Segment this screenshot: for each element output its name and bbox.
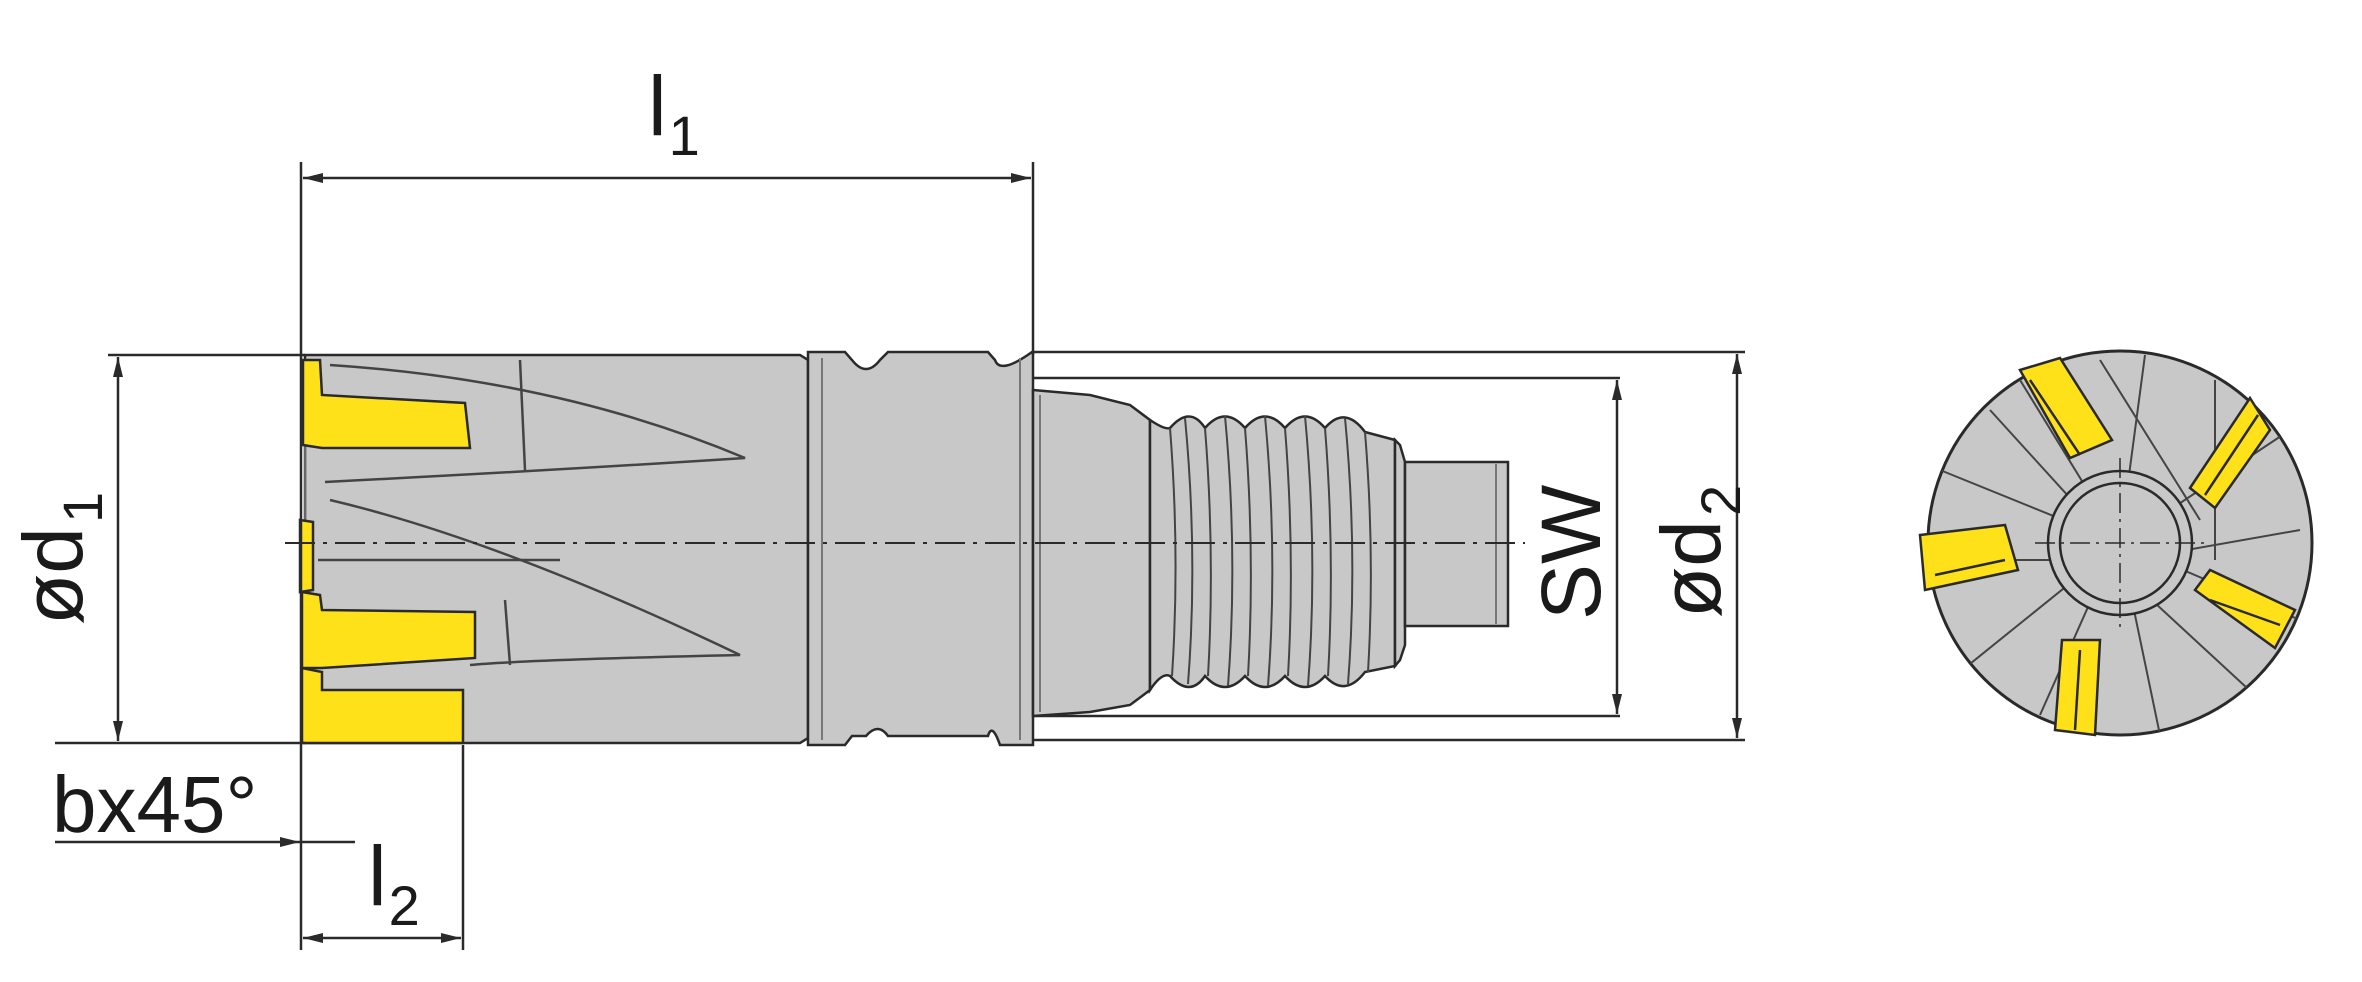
d2-label: ød2 xyxy=(1644,485,1752,618)
neck-section xyxy=(806,350,1035,747)
l2-label: l2 xyxy=(368,829,420,937)
side-view xyxy=(285,350,1525,747)
end-view xyxy=(1918,349,2314,737)
pilot-shoulder xyxy=(1393,436,1407,670)
flute-lines xyxy=(318,359,746,667)
d1-label: ød1 xyxy=(6,492,114,625)
l1-label: l1 xyxy=(648,59,700,167)
end-view-inserts xyxy=(1918,356,2297,737)
insert-top xyxy=(301,358,472,450)
dimension-labels: l1 ød1 SW ød2 bx45° l2 xyxy=(6,59,1752,937)
dimensions xyxy=(55,162,1745,950)
sw-label: SW xyxy=(1524,485,1618,620)
shank-taper xyxy=(1031,388,1152,718)
chamfer-label: bx45° xyxy=(52,760,257,849)
thread-lines xyxy=(1169,415,1372,687)
cutting-inserts xyxy=(298,358,477,745)
end-insert-4 xyxy=(2193,568,2297,650)
end-insert-1 xyxy=(2018,356,2114,460)
